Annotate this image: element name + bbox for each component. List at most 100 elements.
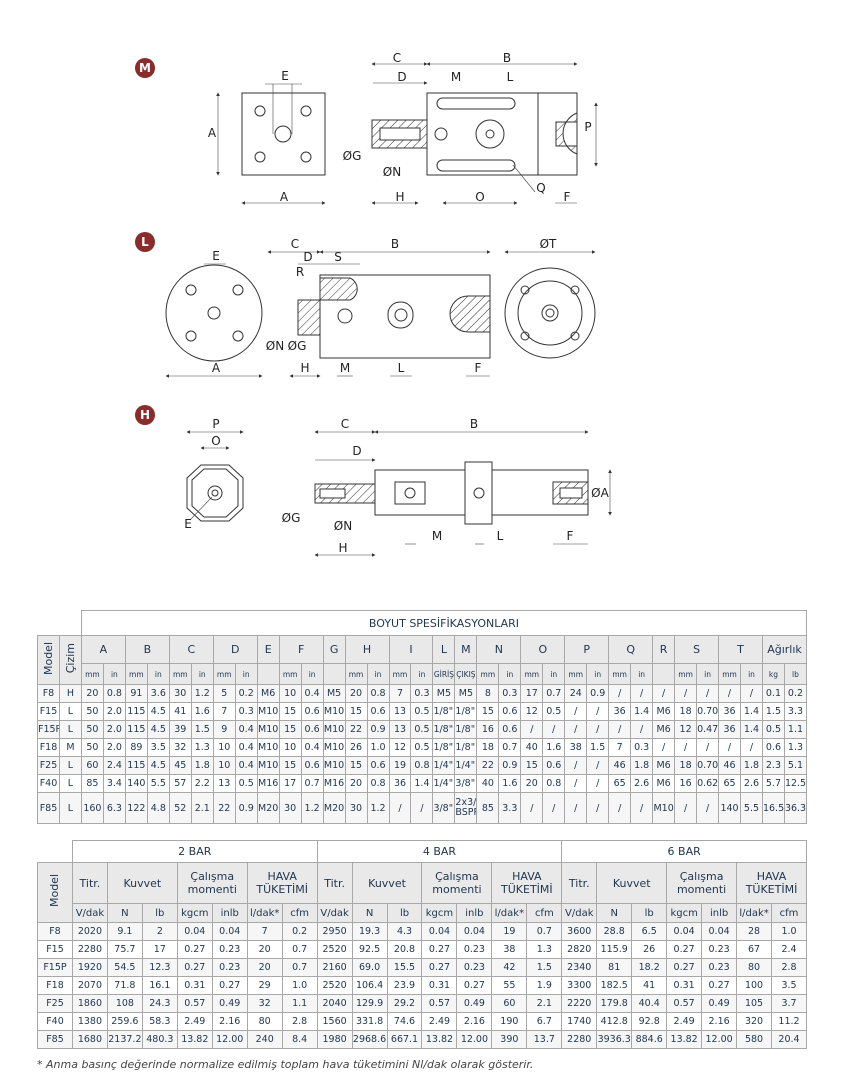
- table-cell: 75.7: [106, 940, 143, 959]
- table-cell: /: [674, 792, 698, 824]
- svg-text:H: H: [338, 541, 347, 555]
- unit-header: in: [234, 663, 258, 685]
- table-cell: 2220: [561, 994, 598, 1013]
- table-cell: 115: [124, 720, 148, 739]
- table-cell: 1740: [561, 1012, 598, 1031]
- table-cell: 0.31: [666, 976, 703, 995]
- unit-header: l/dak*: [736, 903, 773, 923]
- table-cell: 0.4: [234, 720, 258, 739]
- table-cell: 36: [718, 702, 741, 721]
- table-cell: 580: [736, 1030, 773, 1049]
- table-cell: 3/8" BSPP: [432, 792, 456, 824]
- table-cell: 0.49: [701, 994, 738, 1013]
- table-cell: 19.3: [351, 922, 388, 941]
- table-cell: 4.5: [146, 756, 170, 775]
- unit-header: l/dak*: [491, 903, 528, 923]
- table-cell: 16: [476, 720, 500, 739]
- side-view-l: [267, 250, 491, 378]
- table-cell: 41: [631, 976, 668, 995]
- table-cell: 1860: [71, 994, 108, 1013]
- svg-text:D: D: [397, 70, 406, 84]
- svg-text:C: C: [341, 417, 349, 431]
- table-cell: 4.3: [386, 922, 423, 941]
- table-cell: 0.2: [281, 922, 318, 941]
- table-cell: 7: [212, 702, 236, 721]
- svg-text:F: F: [475, 361, 482, 375]
- table-cell: 2950: [316, 922, 353, 941]
- table-cell: 3300: [561, 976, 598, 995]
- table-cell: 140: [718, 792, 741, 824]
- table-cell: 2.0: [102, 738, 126, 757]
- table-cell: F85: [37, 792, 60, 824]
- svg-text:L: L: [507, 70, 514, 84]
- drawing-header: Çizim: [58, 635, 82, 685]
- table-cell: 41: [168, 702, 192, 721]
- column-header: Kuvvet: [106, 862, 178, 904]
- table-cell: M10: [256, 756, 280, 775]
- table-cell: 0.49: [456, 994, 493, 1013]
- pressure-header: 2 BAR: [71, 840, 318, 863]
- table-cell: 1380: [71, 1012, 108, 1031]
- table-cell: 0.7: [542, 684, 566, 703]
- svg-text:O: O: [211, 434, 220, 448]
- table-cell: 32: [246, 994, 283, 1013]
- table-cell: F8: [37, 684, 60, 703]
- table-cell: 16: [674, 774, 698, 793]
- table-cell: 5: [212, 684, 236, 703]
- table-cell: 0.23: [456, 940, 493, 959]
- table-cell: 20.4: [771, 1030, 807, 1049]
- column-header-a: A: [80, 635, 126, 664]
- table-cell: 0.6: [300, 720, 324, 739]
- unit-header: mm: [278, 663, 302, 685]
- table-cell: 0.70: [696, 756, 720, 775]
- table-cell: 179.8: [596, 994, 633, 1013]
- table-cell: M6: [256, 684, 280, 703]
- unit-header: inlb: [456, 903, 493, 923]
- table-cell: 0.04: [456, 922, 493, 941]
- pressure-header: 4 BAR: [316, 840, 563, 863]
- table-cell: 20: [80, 684, 104, 703]
- table-cell: 85: [476, 792, 500, 824]
- unit-header: ÇIKIŞ: [454, 663, 478, 685]
- table-cell: 2.3: [761, 756, 785, 775]
- table-cell: 0.9: [498, 756, 522, 775]
- table-cell: 1.3: [190, 738, 214, 757]
- table-cell: 23.9: [386, 976, 423, 995]
- unit-header: lb: [631, 903, 668, 923]
- table-cell: 7: [246, 922, 283, 941]
- table-cell: 1.8: [630, 756, 654, 775]
- side-view-m: [371, 62, 598, 205]
- table-cell: 0.27: [701, 976, 738, 995]
- table-cell: 50: [80, 738, 104, 757]
- table-cell: 1.4: [410, 774, 434, 793]
- unit-header: cfm: [526, 903, 563, 923]
- table-cell: 0.7: [281, 958, 318, 977]
- table-cell: 0.9: [366, 720, 390, 739]
- table-cell: 55: [491, 976, 528, 995]
- table-cell: 2.4: [771, 940, 807, 959]
- unit-header: [256, 663, 280, 685]
- table-cell: 1/4" BSPP: [432, 774, 456, 793]
- table-cell: 20: [344, 684, 368, 703]
- table-cell: 0.62: [696, 774, 720, 793]
- table-cell: 10: [278, 684, 302, 703]
- drawing-m: M: [135, 51, 598, 205]
- table-cell: 13.82: [176, 1030, 213, 1049]
- table-cell: 2520: [316, 940, 353, 959]
- table-cell: M10: [256, 738, 280, 757]
- table-cell: 2280: [561, 1030, 598, 1049]
- table-cell: 0.8: [366, 774, 390, 793]
- table-cell: 0.7: [526, 922, 563, 941]
- table-cell: 3936.3: [596, 1030, 633, 1049]
- table-cell: F15: [37, 702, 60, 721]
- unit-header: in: [300, 663, 324, 685]
- svg-text:M: M: [139, 61, 151, 75]
- table-cell: 2820: [561, 940, 598, 959]
- table-cell: 0.5: [410, 720, 434, 739]
- blank-cell: [37, 610, 82, 636]
